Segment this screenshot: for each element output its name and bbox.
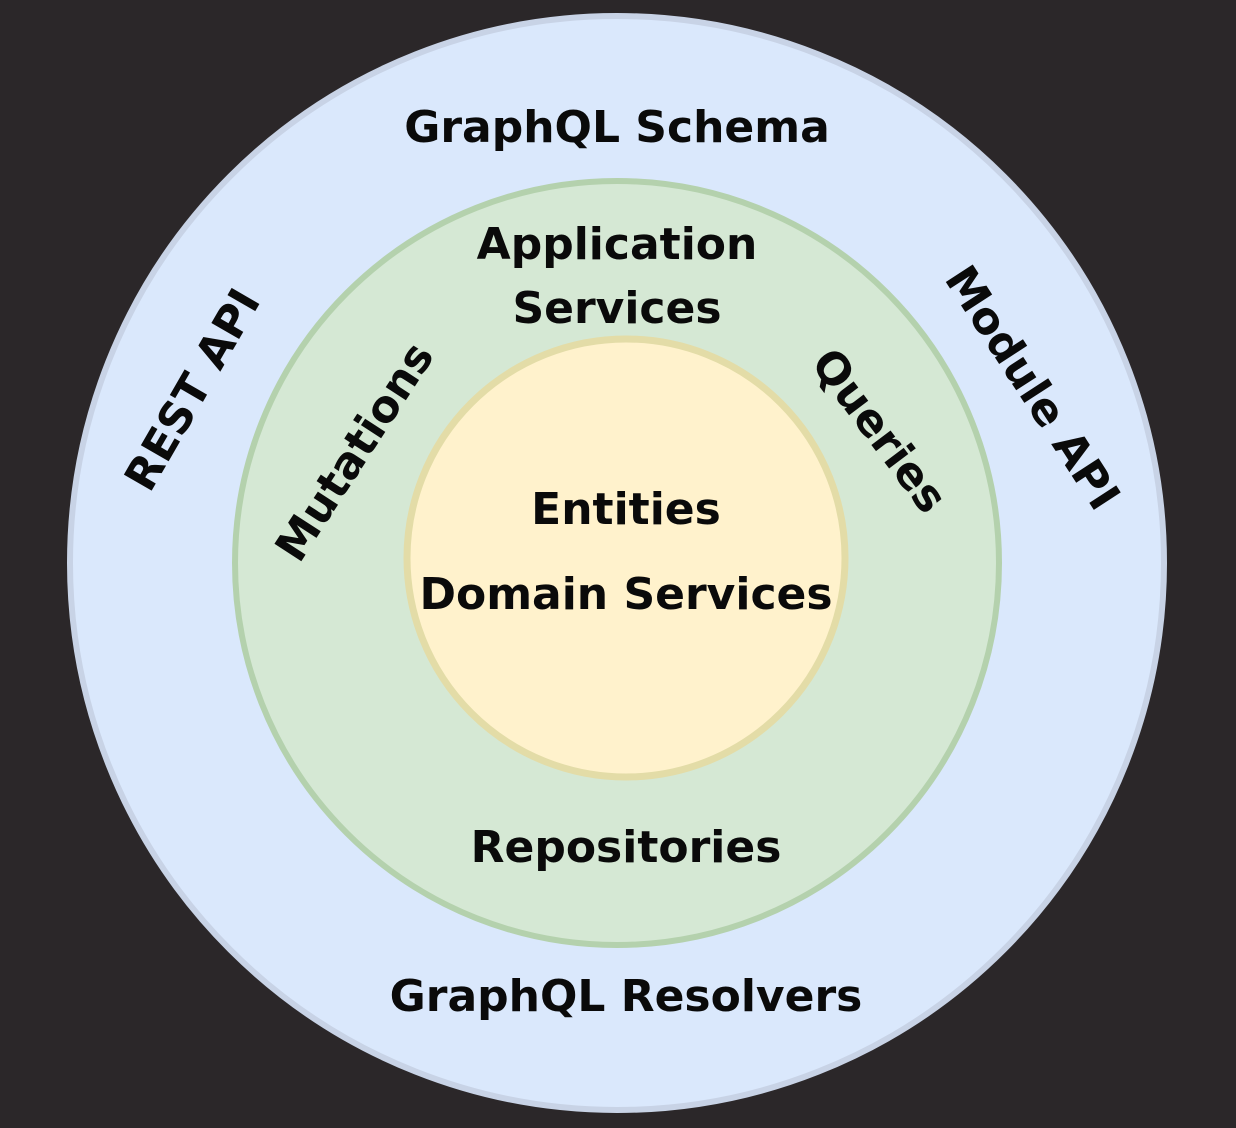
middle-top-label-line1: Application	[477, 219, 758, 270]
outer-top-label: GraphQL Schema	[404, 102, 830, 153]
outer-bottom-label: GraphQL Resolvers	[390, 971, 863, 1022]
inner-label-line2: Domain Services	[419, 569, 832, 620]
middle-top-label-line2: Services	[512, 283, 721, 334]
middle-bottom-label: Repositories	[471, 822, 782, 873]
inner-label-line1: Entities	[531, 484, 721, 535]
inner-circle	[403, 335, 849, 781]
